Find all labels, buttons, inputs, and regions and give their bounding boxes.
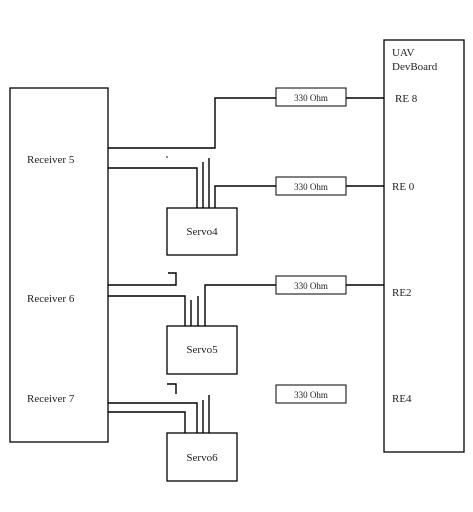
- resistor-r1: [275, 87, 347, 107]
- servo-label-6: Servo6: [186, 452, 218, 464]
- receiver-label-5: Receiver 5: [27, 154, 75, 166]
- resistor-label-r4: 330 Ohm: [294, 390, 328, 400]
- receiver-box: [9, 87, 109, 443]
- wire-servo4-to-re0: [214, 185, 384, 208]
- wire-receiver7-to-servo6: [108, 411, 186, 433]
- wire-servo5-to-re2: [204, 284, 384, 326]
- servo5-box: [166, 325, 238, 375]
- resistor-r4: [275, 384, 347, 404]
- servo4-box: [166, 207, 238, 256]
- wire-receiver5-to-servo4: [108, 167, 198, 208]
- dev-board-title-line1: UAV: [392, 47, 414, 59]
- servo-label-5: Servo5: [186, 344, 218, 356]
- wire-receiver7-hook: [167, 383, 177, 394]
- dev-board-title-line2: DevBoard: [392, 61, 438, 73]
- stray-dot: [166, 156, 168, 158]
- wire-receiver7-a: [108, 402, 198, 433]
- servo6-box: [166, 432, 238, 482]
- receiver-label-7: Receiver 7: [27, 393, 75, 405]
- receiver-label-6: Receiver 6: [27, 293, 75, 305]
- wire-receiver6-to-servo5: [108, 295, 186, 326]
- resistor-label-r2: 330 Ohm: [294, 182, 328, 192]
- resistor-label-r3: 330 Ohm: [294, 281, 328, 291]
- wire-receiver5-to-re8: [108, 97, 384, 149]
- resistor-label-r1: 330 Ohm: [294, 93, 328, 103]
- wire-receiver6-hook: [108, 272, 177, 286]
- servo-label-4: Servo4: [186, 226, 218, 238]
- pin-label-re0: RE 0: [392, 181, 415, 193]
- pin-label-re4: RE4: [392, 393, 412, 405]
- dev-board-box: [383, 39, 465, 453]
- pin-label-re8: RE 8: [395, 93, 418, 105]
- pin-label-re2: RE2: [392, 287, 412, 299]
